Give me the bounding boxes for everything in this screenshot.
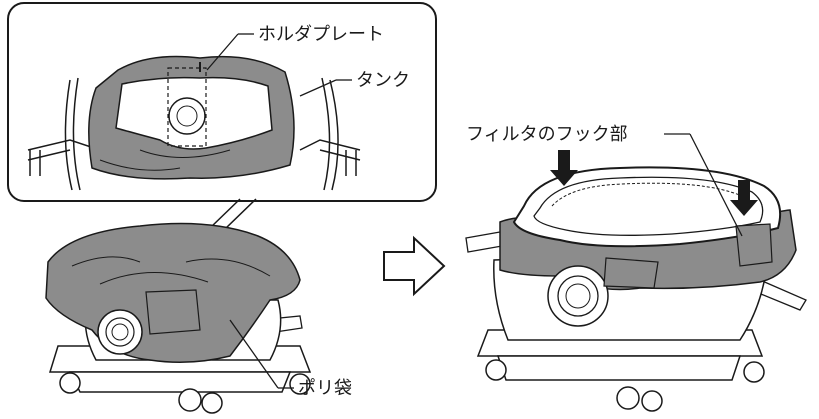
holder-plate-dashed-area bbox=[167, 67, 207, 147]
tank-rim-outline bbox=[27, 77, 361, 191]
down-arrow-icon bbox=[730, 180, 758, 216]
caster-wheel bbox=[616, 386, 640, 410]
tank-leader bbox=[299, 79, 337, 97]
caster-wheel bbox=[289, 373, 311, 395]
vacuum-with-filter: フィルタのフック部 bbox=[465, 124, 807, 412]
holder-plate-opening-inner bbox=[176, 105, 198, 127]
poly-bag-leader bbox=[229, 319, 279, 389]
poly-bag-label: ポリ袋 bbox=[298, 378, 352, 399]
filter-hook-leader bbox=[689, 133, 743, 237]
holder-plate-opening bbox=[168, 97, 206, 135]
holder-plate-label: ホルダプレート bbox=[258, 24, 384, 45]
caster-wheel bbox=[641, 390, 663, 412]
hose-port bbox=[97, 309, 143, 355]
down-arrow-icon bbox=[550, 150, 578, 186]
caster-wheel bbox=[178, 388, 202, 412]
caster-wheel bbox=[59, 372, 81, 394]
hose-port bbox=[547, 265, 609, 327]
tank-label: タンク bbox=[356, 70, 410, 91]
hollow-right-arrow-icon bbox=[383, 235, 446, 297]
caster-wheel bbox=[743, 361, 765, 383]
filter-hook-label: フィルタのフック部 bbox=[466, 124, 628, 145]
vacuum-with-poly-bag: ポリ袋 bbox=[45, 222, 352, 414]
caster-wheel bbox=[201, 392, 223, 414]
detail-inset: ホルダプレート タンク bbox=[7, 2, 437, 202]
holder-plate-leader bbox=[206, 33, 239, 71]
caster-wheel bbox=[485, 359, 507, 381]
